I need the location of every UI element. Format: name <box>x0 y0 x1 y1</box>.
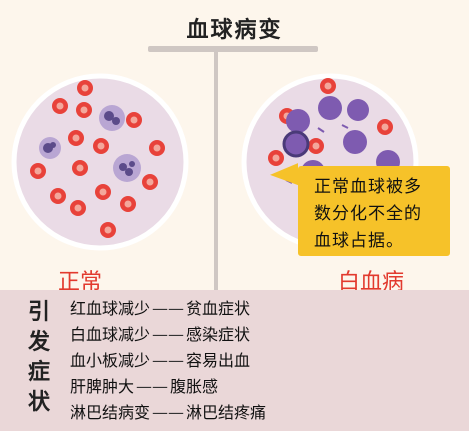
symptom-effect: 贫血症状 <box>186 299 251 318</box>
red-blood-cell <box>377 119 393 135</box>
callout-box: 正常血球被多 数分化不全的 血球占据。 <box>298 166 450 256</box>
blast-cell <box>318 96 342 120</box>
heading-char: 症 <box>27 360 50 385</box>
red-blood-cell <box>120 196 136 212</box>
symptom-row: 淋巴结病变——淋巴结疼痛 <box>70 400 266 426</box>
symptom-dash: —— <box>152 403 185 422</box>
symptom-list: 红血球减少——贫血症状 白血球减少——感染症状 血小板减少——容易出血 肝脾肿大… <box>70 296 266 426</box>
callout-line: 正常血球被多 <box>314 177 422 197</box>
normal-white-cells <box>39 105 141 182</box>
blast-cell <box>347 99 369 121</box>
symptom-row: 白血球减少——感染症状 <box>70 322 266 348</box>
red-blood-cell <box>142 174 158 190</box>
heading-char: 发 <box>27 330 50 355</box>
heading-char: 状 <box>27 390 50 415</box>
red-blood-cell <box>77 80 93 96</box>
diagram-title: 血球病变 <box>186 18 283 43</box>
white-cell <box>39 137 61 159</box>
red-blood-cell <box>93 138 109 154</box>
red-blood-cell <box>126 112 142 128</box>
red-blood-cell <box>52 98 68 114</box>
symptom-dash: —— <box>152 325 185 344</box>
symptom-effect: 容易出血 <box>186 351 251 370</box>
red-blood-cell <box>95 184 111 200</box>
symptom-effect: 腹胀感 <box>170 377 219 396</box>
red-blood-cell <box>76 102 92 118</box>
white-cell <box>99 105 125 131</box>
symptom-cause: 淋巴结病变 <box>70 403 151 422</box>
symptom-effect: 感染症状 <box>186 325 251 344</box>
red-blood-cell <box>70 200 86 216</box>
red-blood-cell <box>100 222 116 238</box>
symptom-cause: 血小板减少 <box>70 351 151 370</box>
callout-line: 数分化不全的 <box>314 204 422 224</box>
blast-cell <box>286 109 310 133</box>
heading-char: 引 <box>27 300 50 325</box>
normal-red-cells <box>30 80 165 238</box>
normal-blood-circle <box>11 73 189 251</box>
white-cell <box>113 154 141 182</box>
symptoms-heading: 引 发 症 状 <box>24 298 54 418</box>
symptom-row: 红血球减少——贫血症状 <box>70 296 266 322</box>
red-blood-cell <box>50 188 66 204</box>
symptom-dash: —— <box>152 299 185 318</box>
symptom-cause: 肝脾肿大 <box>70 377 135 396</box>
red-blood-cell <box>320 78 336 94</box>
symptom-row: 肝脾肿大——腹胀感 <box>70 374 266 400</box>
red-blood-cell <box>268 150 284 166</box>
symptom-cause: 红血球减少 <box>70 299 151 318</box>
title-bar <box>148 46 318 52</box>
blast-cell <box>282 130 310 158</box>
red-blood-cell <box>68 130 84 146</box>
callout-line: 血球占据。 <box>314 231 404 251</box>
red-blood-cell <box>149 140 165 156</box>
red-blood-cell <box>72 160 88 176</box>
symptom-effect: 淋巴结疼痛 <box>186 403 267 422</box>
symptom-row: 血小板减少——容易出血 <box>70 348 266 374</box>
symptom-dash: —— <box>136 377 169 396</box>
center-divider <box>214 52 218 290</box>
symptom-cause: 白血球减少 <box>70 325 151 344</box>
blast-cell <box>343 130 367 154</box>
symptoms-panel <box>0 290 469 431</box>
symptom-dash: —— <box>152 351 185 370</box>
red-blood-cell <box>308 138 324 154</box>
red-blood-cell <box>30 163 46 179</box>
